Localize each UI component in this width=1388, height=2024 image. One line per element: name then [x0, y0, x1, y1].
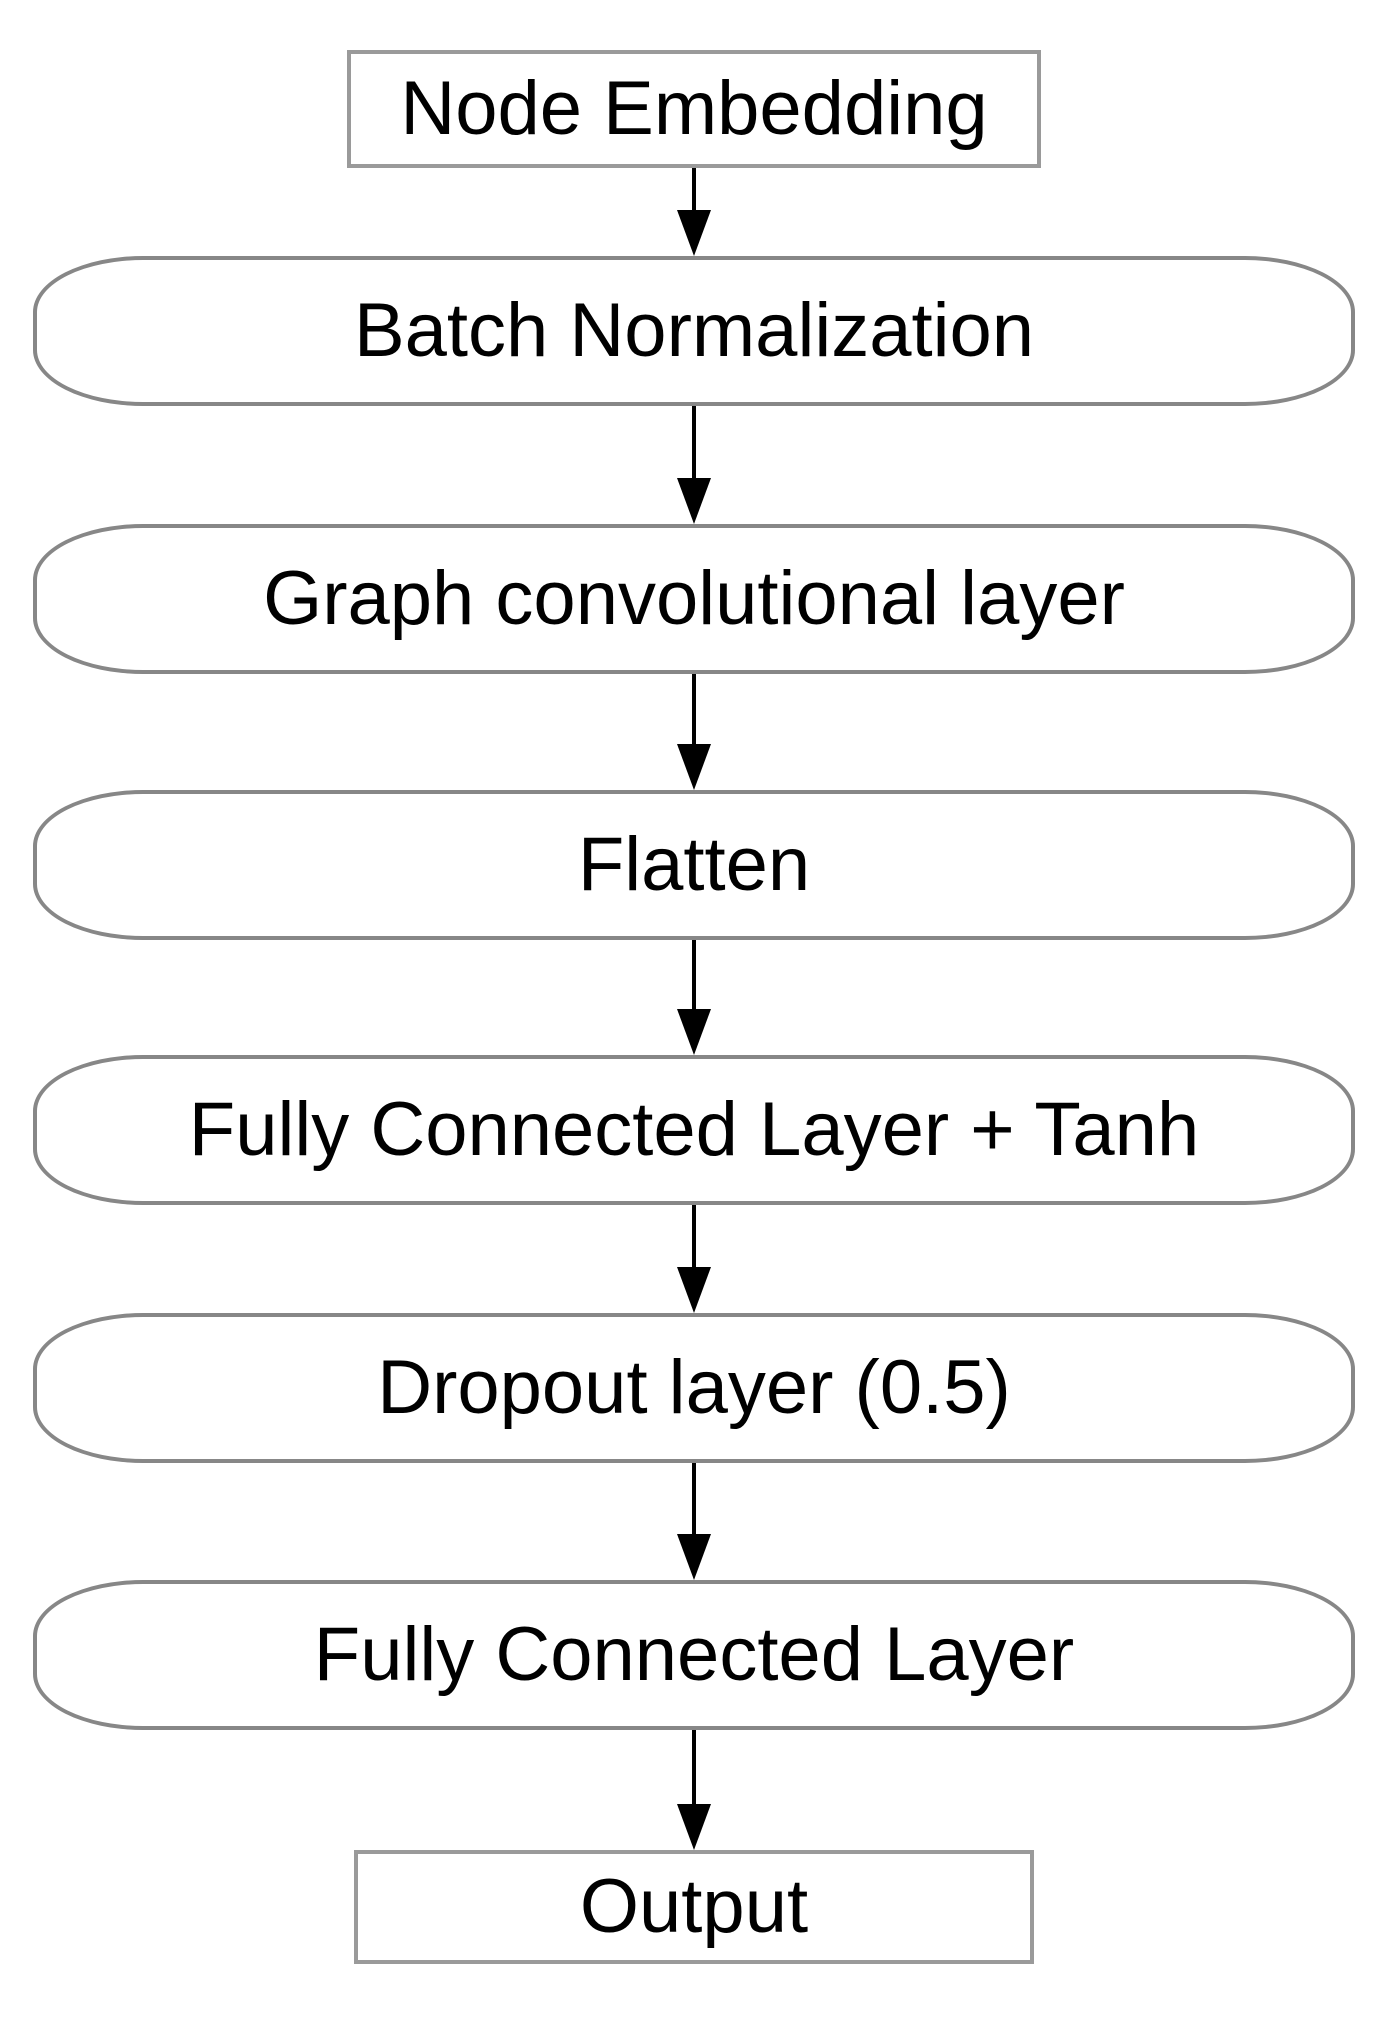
node-output: Output [354, 1850, 1034, 1964]
arrow-down-icon-fully-connected-layer-to-output [674, 1730, 714, 1850]
arrow-down-icon-node-embedding-to-batch-normalization [674, 168, 714, 256]
arrow-down-icon-dropout-layer-to-fully-connected-layer [674, 1463, 714, 1580]
node-flatten: Flatten [33, 790, 1355, 940]
arrow-down-icon-flatten-to-fully-connected-layer-tanh [674, 940, 714, 1055]
arrow-down-icon-fully-connected-layer-tanh-to-dropout-layer [674, 1205, 714, 1313]
node-dropout-layer: Dropout layer (0.5) [33, 1313, 1355, 1463]
arrow-down-icon-graph-convolutional-layer-to-flatten [674, 674, 714, 790]
node-fully-connected-layer: Fully Connected Layer [33, 1580, 1355, 1730]
node-batch-normalization: Batch Normalization [33, 256, 1355, 406]
node-graph-convolutional-layer: Graph convolutional layer [33, 524, 1355, 674]
node-node-embedding: Node Embedding [347, 50, 1041, 168]
node-fully-connected-layer-tanh: Fully Connected Layer + Tanh [33, 1055, 1355, 1205]
arrow-down-icon-batch-normalization-to-graph-convolutional-layer [674, 406, 714, 524]
